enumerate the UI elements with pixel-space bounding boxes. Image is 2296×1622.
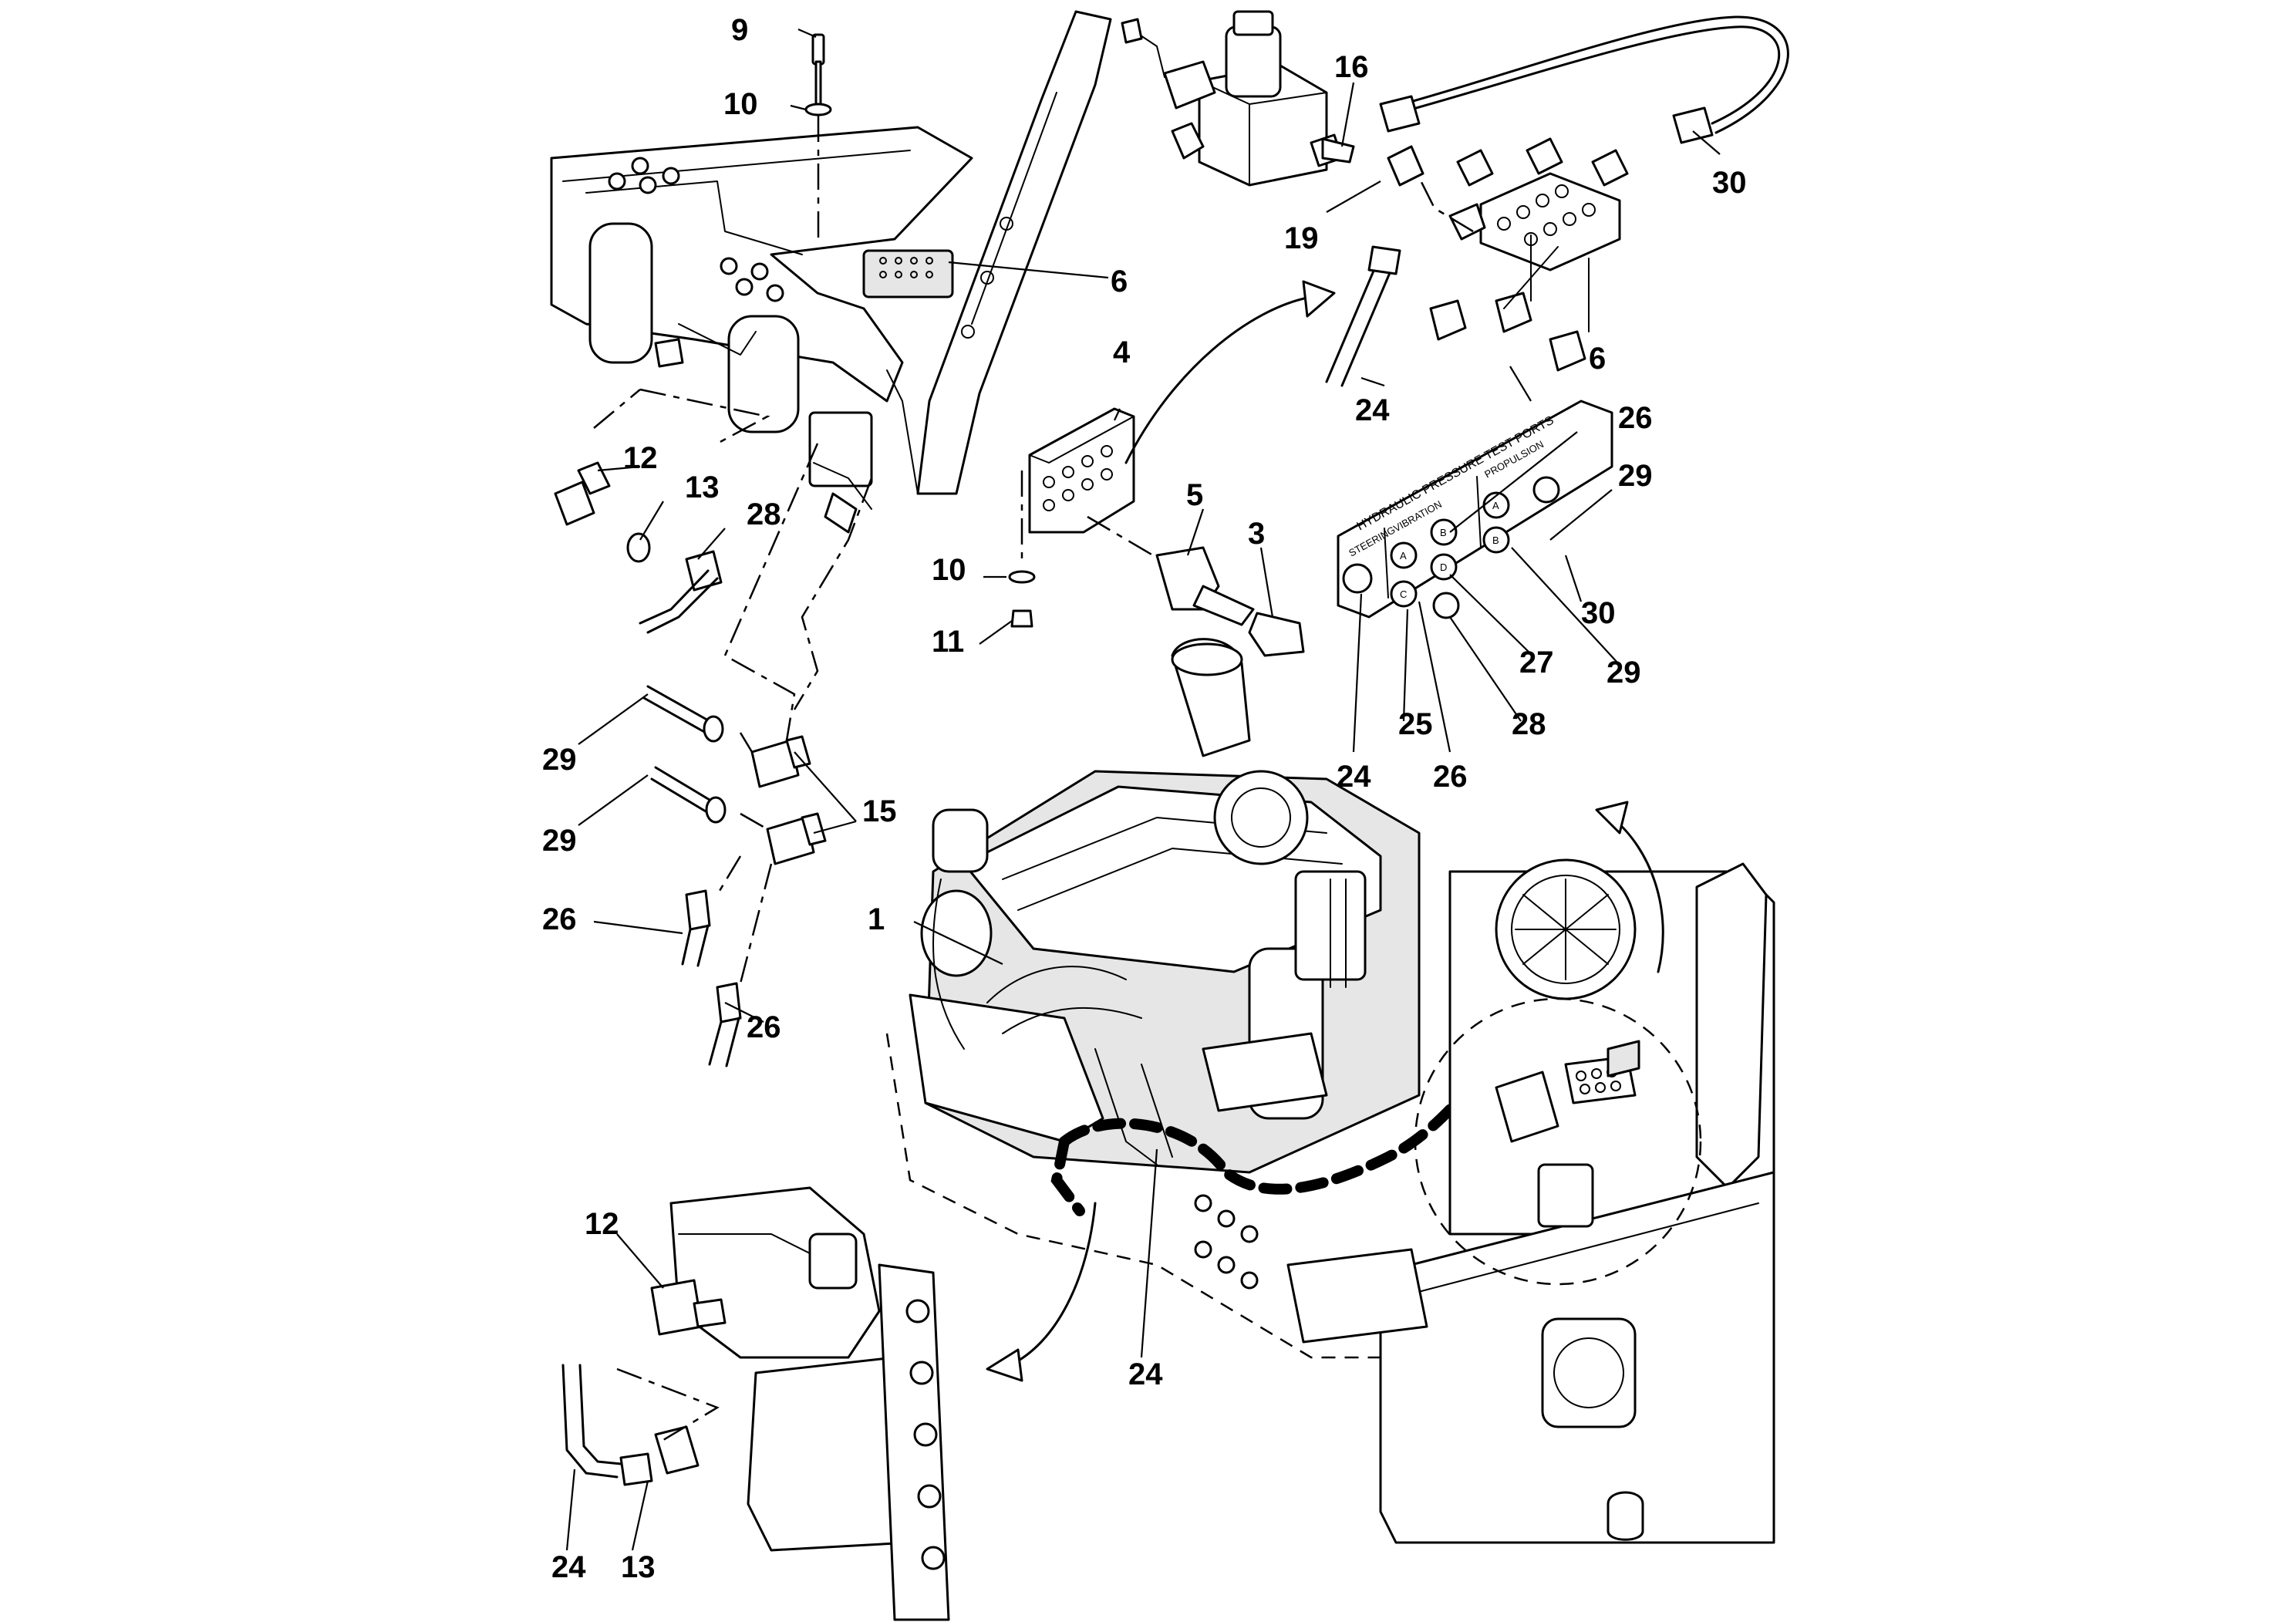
detail-arrow-right-head <box>1595 801 1629 835</box>
detail-circle-contents <box>1495 1040 1640 1228</box>
callout-3: 3 <box>1248 517 1265 551</box>
callout-9: 9 <box>731 13 748 47</box>
callout-30-top: 30 <box>1712 166 1747 200</box>
callout-24-bottom: 24 <box>551 1550 586 1584</box>
callout-12-bottom: 12 <box>585 1207 619 1241</box>
callout-24-plate: 24 <box>1337 760 1371 794</box>
callout-29-plate-bottom: 29 <box>1607 656 1641 690</box>
callout-4: 4 <box>1113 336 1131 369</box>
callout-1: 1 <box>868 902 885 936</box>
callout-6-left: 6 <box>1111 265 1128 298</box>
callout-5: 5 <box>1186 478 1203 512</box>
callout-16: 16 <box>1334 50 1369 84</box>
callout-28-left: 28 <box>747 497 781 531</box>
port-d-vibration: D <box>1440 561 1447 573</box>
callout-29-plate-top: 29 <box>1618 459 1653 493</box>
callout-11: 11 <box>932 625 964 659</box>
detail-arrow-lower <box>1009 1202 1097 1367</box>
callout-25: 25 <box>1398 707 1433 741</box>
engine-assembly <box>885 638 1467 1359</box>
callout-13-top: 13 <box>685 470 720 504</box>
callout-labels: 9 10 16 30 19 6 4 24 6 26 12 13 28 29 5 … <box>542 13 1747 1584</box>
callout-29-left-top: 29 <box>542 743 577 777</box>
port-b-vibration: B <box>1440 527 1447 538</box>
hose-routing-path-lower <box>1050 1136 1085 1216</box>
filter-bracket-assembly <box>550 10 1112 534</box>
callout-28-plate: 28 <box>1512 707 1546 741</box>
port-a-vibration: A <box>1400 550 1407 561</box>
test-port-bracket <box>1028 407 1305 657</box>
detail-circle <box>1414 997 1702 1286</box>
test-port-plate: HYDRAULIC PRESSURE TEST PORTS STEERING V… <box>1337 400 1613 619</box>
detail-arrow-lower-head <box>986 1348 1023 1382</box>
callout-27: 27 <box>1519 646 1554 679</box>
bottom-left-detail <box>561 1186 950 1621</box>
detail-arrow-upper <box>1124 295 1313 464</box>
callout-24-top: 24 <box>1355 393 1390 427</box>
leader-lines <box>565 28 1721 1551</box>
callout-29-left-bottom: 29 <box>542 824 577 858</box>
callout-6-right: 6 <box>1589 342 1606 376</box>
callout-13-bottom: 13 <box>621 1550 656 1584</box>
port-c-vibration: C <box>1400 588 1407 600</box>
callout-24-center: 24 <box>1128 1357 1163 1391</box>
callout-10-top: 10 <box>723 87 758 121</box>
port-b-propulsion: B <box>1492 534 1499 546</box>
detail-arrow-upper-head <box>1302 280 1336 318</box>
callout-15: 15 <box>862 794 897 828</box>
callout-26-plate-top: 26 <box>1618 401 1653 435</box>
port-a-propulsion: A <box>1492 500 1499 511</box>
manifold-detail <box>1121 10 1789 387</box>
callout-12-top: 12 <box>623 441 658 475</box>
callout-19: 19 <box>1284 221 1319 255</box>
detail-arrow-right <box>1610 816 1664 973</box>
callout-26-left-top: 26 <box>542 902 577 936</box>
bolt-and-washer-stack <box>804 33 1036 628</box>
callout-26-left-bottom: 26 <box>747 1010 781 1044</box>
callout-26-plate-bottom: 26 <box>1433 760 1468 794</box>
callout-30-plate: 30 <box>1581 596 1616 630</box>
callout-10-bottom: 10 <box>932 553 966 587</box>
